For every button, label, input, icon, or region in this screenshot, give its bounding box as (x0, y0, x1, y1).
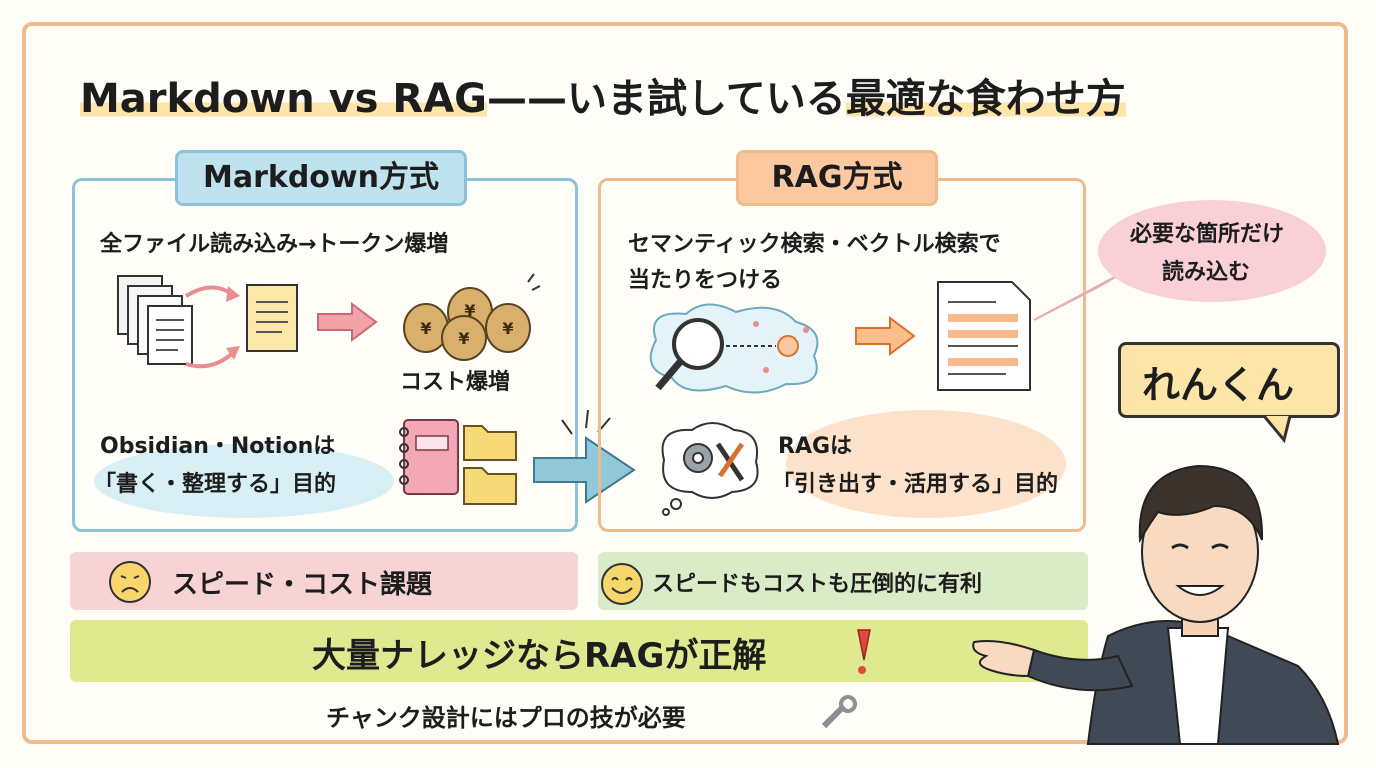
markdown-line-1: 全ファイル読み込み→トークン爆増 (100, 232, 449, 257)
rag-header: RAG方式 (736, 150, 938, 206)
rag-purpose-blob (786, 410, 1066, 518)
callout-tail (1033, 271, 1125, 321)
svg-text:¥: ¥ (458, 329, 469, 348)
title-part-1: Markdown vs RAG (80, 76, 487, 122)
rag-callout-line-1: 必要な箇所だけ (1130, 222, 1285, 247)
rag-line-1: セマンティック検索・ベクトル検索で (628, 232, 1001, 257)
conclusion-main: 大量ナレッジならRAGが正解 (312, 636, 767, 676)
cost-label: コスト爆増 (400, 370, 511, 395)
sad-face-icon (109, 561, 151, 603)
arrow-to-cost (317, 302, 378, 342)
highlighted-document-icon (937, 281, 1031, 391)
svg-text:¥: ¥ (464, 301, 475, 320)
folder-icon (463, 425, 517, 505)
markdown-purpose-line-1: Obsidian・Notionは (100, 434, 336, 459)
rag-line-2: 当たりをつける (628, 268, 783, 293)
money-bag-icon: ¥ ¥ ¥ ¥ (403, 273, 541, 361)
wrench-icon (821, 695, 857, 729)
gears-wrench-icon (661, 422, 759, 516)
markdown-purpose-blob (94, 444, 394, 518)
markdown-result-text: スピード・コスト課題 (172, 570, 433, 600)
smile-face-icon (601, 563, 643, 605)
outer-frame (22, 22, 1348, 744)
svg-text:¥: ¥ (420, 319, 431, 338)
rag-callout-bubble (1098, 200, 1326, 302)
page-title: Markdown vs RAG——いま試している最適な食わせ方 (80, 64, 1300, 134)
title-part-3: 最適な食わせ方 (845, 76, 1126, 122)
markdown-result-bar (70, 552, 578, 610)
arrow-to-document (855, 316, 916, 356)
notebook-icon (399, 419, 459, 495)
rag-purpose-line-1: RAGは (778, 434, 853, 459)
magnifier-icon (649, 303, 819, 394)
flow-arrow (533, 409, 636, 504)
conclusion-bar (70, 620, 1088, 682)
rag-result-text: スピードもコストも圧倒的に有利 (652, 572, 983, 597)
markdown-purpose-line-2: 「書く・整理する」目的 (94, 472, 337, 497)
conclusion-sub: チャンク設計にはプロの技が必要 (326, 704, 686, 732)
rag-purpose-line-2: 「引き出す・活用する」目的 (772, 472, 1059, 497)
rag-callout-line-2: 読み込む (1162, 260, 1251, 285)
exclamation-icon (857, 629, 871, 674)
svg-text:¥: ¥ (502, 319, 513, 338)
character-name-box (1118, 342, 1340, 418)
merged-document-icon (246, 284, 298, 352)
name-box-tail (1262, 415, 1292, 444)
title-part-2: ——いま試している (487, 76, 846, 122)
character-illustration (972, 464, 1340, 745)
markdown-header: Markdown方式 (175, 150, 467, 206)
document-stack-icon (117, 275, 193, 365)
merge-arrows (184, 285, 240, 369)
character-name: れんくん (1142, 363, 1295, 407)
rag-result-bar (598, 552, 1088, 610)
